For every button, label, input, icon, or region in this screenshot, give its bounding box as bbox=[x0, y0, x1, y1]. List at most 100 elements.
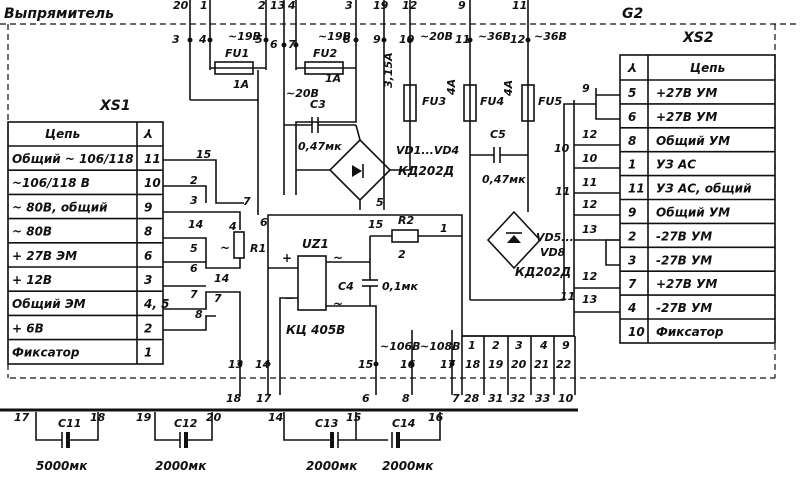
svg-text:Цепь: Цепь bbox=[45, 127, 80, 141]
xs1-row-pin: 3 bbox=[144, 273, 152, 287]
xs2-row-pin: 4 bbox=[627, 301, 636, 315]
xs1-row-circuit: ~106/118 B bbox=[12, 176, 90, 190]
bridge-uz1: UZ1 + − ~ ~ КЦ 405В bbox=[268, 236, 377, 395]
svg-text:C11: C11 bbox=[58, 417, 81, 430]
label-108v: ~108B bbox=[420, 340, 461, 353]
xs2-row-pin: 6 bbox=[628, 110, 636, 124]
svg-text:0,47мк: 0,47мк bbox=[482, 173, 526, 186]
right-pin-numbers: 9 12 10 10 11 11 12 13 12 11 13 bbox=[554, 82, 598, 306]
svg-text:~36B: ~36B bbox=[478, 30, 511, 43]
svg-text:9: 9 bbox=[562, 339, 570, 352]
svg-text:5000мк: 5000мк bbox=[36, 459, 88, 473]
svg-text:11: 11 bbox=[455, 33, 470, 46]
xs2-row-pin: 1 bbox=[628, 158, 636, 172]
xs2-row-circuit: УЗ АС bbox=[656, 158, 696, 172]
svg-text:XS2: XS2 bbox=[682, 30, 714, 46]
svg-text:3: 3 bbox=[172, 33, 180, 46]
svg-text:14: 14 bbox=[214, 272, 229, 285]
svg-text:19: 19 bbox=[136, 411, 152, 424]
svg-text:19: 19 bbox=[373, 0, 389, 12]
svg-text:КД202Д: КД202Д bbox=[515, 265, 571, 279]
svg-text:⅄: ⅄ bbox=[627, 61, 636, 75]
svg-text:3,15A: 3,15A bbox=[382, 52, 395, 88]
svg-text:~19B: ~19B bbox=[228, 30, 261, 43]
svg-text:VD1...VD4: VD1...VD4 bbox=[396, 144, 459, 157]
fuse-fu1: ~19B FU1 1A bbox=[210, 30, 266, 91]
svg-text:6: 6 bbox=[260, 216, 268, 229]
xs2-row-pin: 11 bbox=[628, 182, 645, 196]
svg-text:~: ~ bbox=[220, 241, 230, 255]
svg-text:2000мк: 2000мк bbox=[382, 459, 434, 473]
xs2-row-circuit: +27B УМ bbox=[656, 110, 717, 124]
capacitor-c13: 14 15 C13 2000мк bbox=[268, 411, 388, 473]
xs1-row-circuit: + 12B bbox=[12, 273, 52, 287]
right-wires bbox=[574, 88, 620, 313]
svg-text:19: 19 bbox=[488, 358, 504, 371]
xs2-row-circuit: УЗ АС, общий bbox=[656, 182, 752, 196]
svg-text:~20B: ~20B bbox=[420, 30, 453, 43]
xs2-row-circuit: Общий УМ bbox=[656, 134, 730, 148]
svg-text:28: 28 bbox=[464, 392, 480, 405]
xs2-row-circuit: -27B УМ bbox=[656, 253, 712, 267]
label-106v: ~106B bbox=[380, 340, 421, 353]
xs1-row-pin: 8 bbox=[144, 225, 152, 239]
svg-text:~: ~ bbox=[333, 297, 343, 311]
svg-text:7: 7 bbox=[288, 38, 296, 51]
svg-text:8: 8 bbox=[402, 392, 410, 405]
svg-text:0,47мк: 0,47мк bbox=[298, 140, 342, 153]
svg-text:VD8: VD8 bbox=[540, 246, 566, 259]
svg-text:15: 15 bbox=[196, 148, 212, 161]
svg-text:C5: C5 bbox=[490, 128, 506, 141]
xs1-row-pin: 2 bbox=[144, 321, 152, 335]
svg-text:C14: C14 bbox=[392, 417, 415, 430]
svg-text:11: 11 bbox=[512, 0, 527, 12]
svg-text:~: ~ bbox=[333, 251, 343, 265]
fuse-fu3: ~20B FU3 3,15A bbox=[382, 30, 453, 122]
svg-text:11: 11 bbox=[555, 185, 570, 198]
xs1-wires bbox=[163, 159, 259, 395]
xs2-row-pin: 10 bbox=[628, 325, 645, 339]
svg-text:XS1: XS1 bbox=[99, 98, 131, 114]
svg-text:20: 20 bbox=[173, 0, 189, 12]
resistor-r1: R1 ~ bbox=[220, 231, 266, 259]
xs1-wire-pins: 15 2 3 14 5 6 7 8 7 6 4 14 7 15 1 2 5 bbox=[188, 148, 448, 321]
svg-text:12: 12 bbox=[582, 128, 598, 141]
svg-text:FU2: FU2 bbox=[313, 47, 337, 60]
svg-text:~36B: ~36B bbox=[534, 30, 567, 43]
svg-text:7: 7 bbox=[214, 292, 222, 305]
svg-text:5: 5 bbox=[255, 33, 263, 46]
svg-text:15: 15 bbox=[368, 218, 384, 231]
svg-text:6: 6 bbox=[362, 392, 370, 405]
module-pins-upper: 1 2 3 4 9 18 19 20 21 22 bbox=[461, 335, 576, 395]
svg-text:13: 13 bbox=[582, 293, 598, 306]
svg-text:3: 3 bbox=[190, 194, 198, 207]
svg-text:3: 3 bbox=[345, 0, 353, 12]
svg-text:VD5...: VD5... bbox=[536, 231, 574, 244]
svg-text:FU3: FU3 bbox=[422, 95, 446, 108]
svg-text:14: 14 bbox=[188, 218, 203, 231]
xs1-row-pin: 1 bbox=[144, 346, 152, 360]
svg-text:10: 10 bbox=[554, 142, 570, 155]
xs1-row-pin: 10 bbox=[144, 176, 161, 190]
svg-text:FU5: FU5 bbox=[538, 95, 562, 108]
wire-vdb-out bbox=[470, 103, 596, 301]
svg-text:Цепь: Цепь bbox=[690, 61, 725, 75]
svg-text:5: 5 bbox=[190, 242, 198, 255]
block-code: G2 bbox=[622, 6, 643, 22]
module-mid-pins: 13 14 15 16 17 bbox=[228, 330, 456, 395]
svg-text:10: 10 bbox=[558, 392, 574, 405]
svg-text:1: 1 bbox=[468, 339, 476, 352]
bus-pin-numbers: 18 17 6 8 7 28 31 32 33 10 bbox=[226, 392, 574, 405]
xs2-row-pin: 3 bbox=[628, 253, 636, 267]
xs2-row-pin: 7 bbox=[628, 277, 637, 291]
xs1-row-pin: 4, 5 bbox=[143, 297, 169, 311]
xs1-row-circuit: + 6B bbox=[12, 321, 44, 335]
xs2-row-circuit: Фиксатор bbox=[656, 325, 724, 339]
xs1-row-circuit: Общий ~ 106/118 bbox=[12, 152, 134, 166]
svg-text:11: 11 bbox=[560, 290, 575, 303]
xs2-row-pin: 9 bbox=[628, 206, 636, 220]
svg-text:9: 9 bbox=[458, 0, 466, 12]
xs2-row-pin: 8 bbox=[628, 134, 636, 148]
svg-text:4: 4 bbox=[228, 220, 237, 233]
